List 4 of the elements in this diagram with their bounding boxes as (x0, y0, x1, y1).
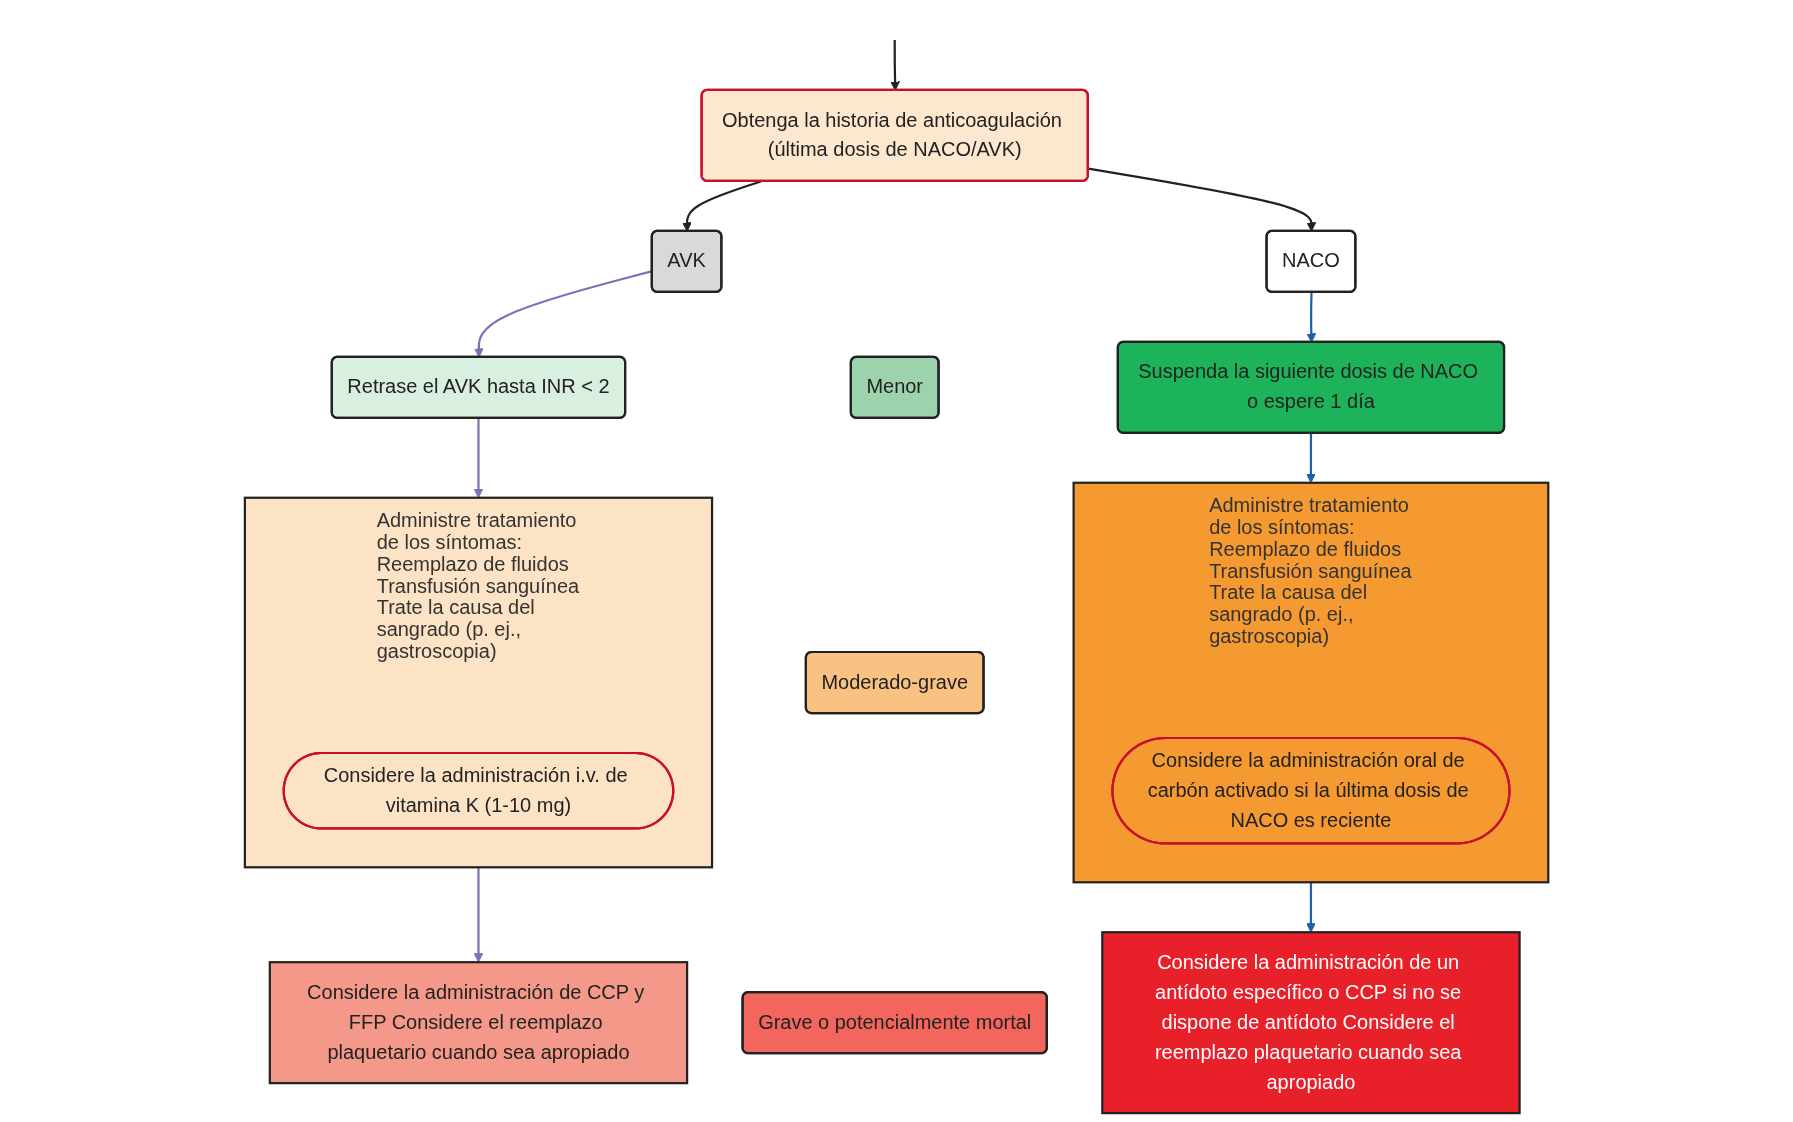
node-box: Considere la administración de un antídoto específico o CCP si no se dispone de antídoto Considere el reemplazo plaquetario cuando sea apropiado (1101, 931, 1521, 1115)
node-box: Considere la administración de CCP y FFP Considere el reemplazo plaquetario cuando sea apropiado (268, 961, 689, 1085)
arrow (1306, 882, 1316, 933)
arrow (473, 867, 484, 963)
